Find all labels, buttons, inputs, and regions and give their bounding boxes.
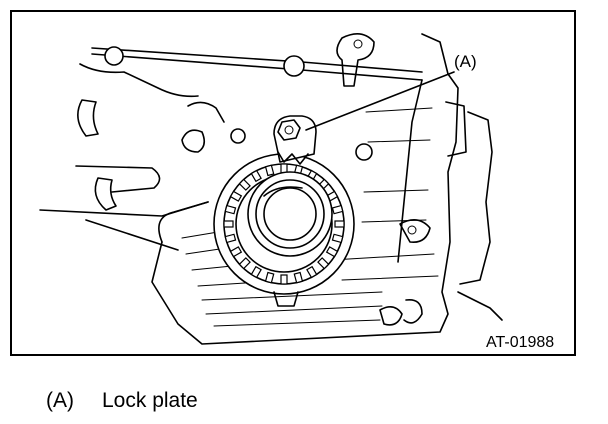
callout-label: (A) — [454, 52, 477, 71]
left-brackets — [39, 99, 209, 251]
figure-id: AT-01988 — [486, 334, 555, 351]
lock-plate — [273, 115, 317, 165]
gear-tooth — [331, 204, 344, 215]
gear-tooth — [250, 169, 262, 183]
gear-tooth — [224, 233, 237, 244]
legend-text: Lock plate — [102, 389, 198, 412]
gear-tooth — [238, 178, 251, 191]
gear-tooth — [334, 220, 345, 228]
gear-tooth — [264, 164, 275, 177]
legend-item: (A) Lock plate — [46, 388, 198, 414]
gear-tooth — [229, 246, 243, 258]
gear-tooth — [250, 265, 262, 279]
gear-tooth — [229, 190, 243, 202]
legend: (A) Lock plate — [46, 388, 198, 414]
linkage-rod — [79, 33, 423, 98]
legend-key: (A) — [46, 389, 74, 412]
gear-tooth — [306, 265, 318, 279]
callout-leader-line — [305, 71, 455, 131]
gear-tooth — [331, 233, 344, 244]
gear-tooth — [317, 257, 330, 270]
gear-tooth — [238, 257, 251, 270]
gear-assembly — [213, 153, 355, 307]
transmission-case — [151, 33, 503, 345]
gear-tooth — [264, 271, 275, 284]
gear-tooth — [293, 271, 304, 284]
gear-tooth — [223, 220, 234, 228]
figure-frame — [10, 10, 576, 356]
gear-tooth — [224, 204, 237, 215]
gear-tooth — [280, 274, 288, 285]
transmission-drawing — [39, 33, 503, 345]
gear-tooth — [325, 246, 339, 258]
